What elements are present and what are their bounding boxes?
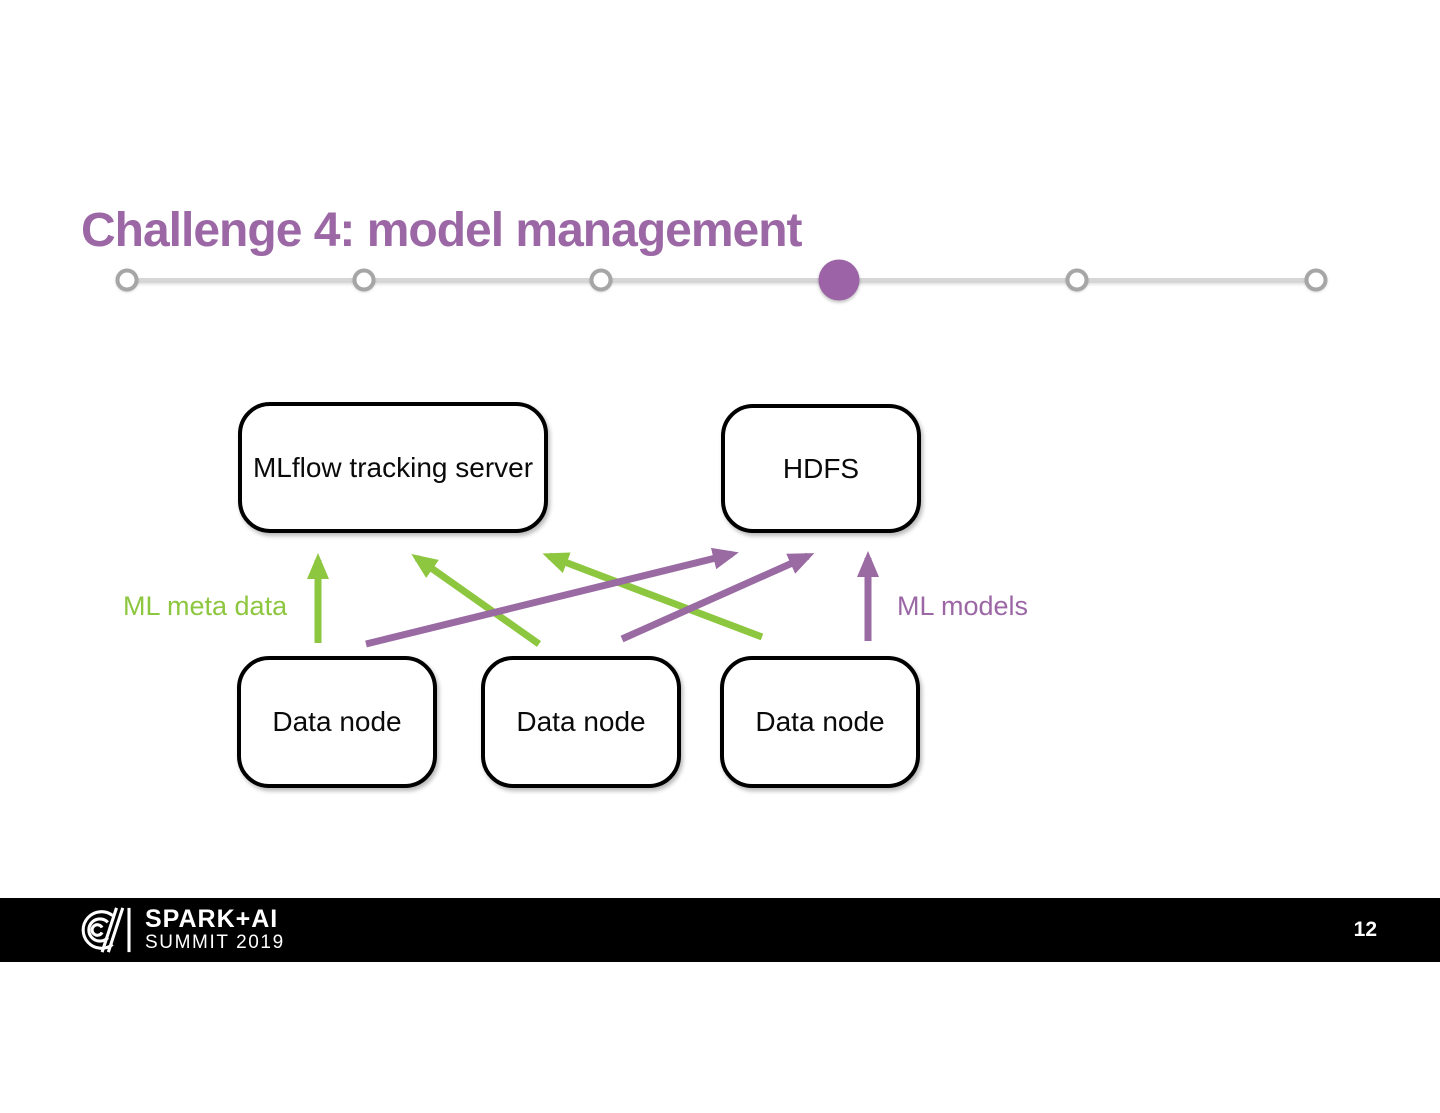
node-data-node-3: Data node xyxy=(720,656,920,788)
edge-data1-hdfs xyxy=(365,547,739,648)
timeline-step-1 xyxy=(115,268,139,292)
timeline-step-2 xyxy=(352,268,376,292)
node-label: Data node xyxy=(755,706,885,737)
node-data-node-2: Data node xyxy=(481,656,681,788)
node-label: Data node xyxy=(272,706,402,737)
timeline-step-4-active xyxy=(818,259,860,301)
label-ml-meta-data: ML meta data xyxy=(123,591,288,621)
node-label: Data node xyxy=(516,706,646,737)
spark-ai-summit-logo: SPARK+AI SUMMIT 2019 xyxy=(72,905,285,955)
progress-timeline xyxy=(0,0,1440,320)
edge-data2-mlflow xyxy=(411,553,542,647)
edge-data3-mlflow xyxy=(542,552,764,641)
spark-ai-logo-icon xyxy=(81,907,131,953)
node-mlflow-tracking-server: MLflow tracking server xyxy=(238,402,548,533)
timeline-step-3 xyxy=(589,268,613,292)
logo-title: SPARK+AI xyxy=(145,904,279,933)
timeline-line xyxy=(127,278,1316,283)
footer-bar: SPARK+AI SUMMIT 2019 12 xyxy=(0,898,1440,962)
node-label: HDFS xyxy=(782,452,860,484)
timeline-step-5 xyxy=(1065,268,1089,292)
node-hdfs: HDFS xyxy=(721,404,921,533)
logo-text: SPARK+AI SUMMIT 2019 xyxy=(145,906,285,954)
slide-title: Challenge 4: model management xyxy=(81,204,803,257)
timeline-step-6 xyxy=(1304,268,1328,292)
node-data-node-1: Data node xyxy=(237,656,437,788)
edge-data2-hdfs xyxy=(620,552,815,643)
logo-subtitle: SUMMIT 2019 xyxy=(145,932,285,954)
node-label: MLflow tracking server xyxy=(252,451,534,483)
page-number: 12 xyxy=(1353,918,1377,941)
label-ml-models: ML models xyxy=(897,591,1029,621)
